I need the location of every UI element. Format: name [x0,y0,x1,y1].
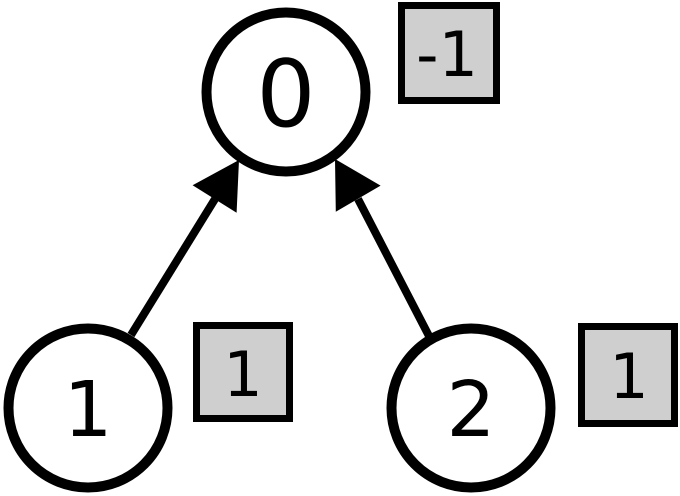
node-0-circle [201,7,371,177]
edge-2-to-0 [335,159,433,338]
value-box-node-1-label: 1 [223,338,262,411]
node-2-circle [386,323,556,493]
node-0-label: 0 [256,40,315,148]
value-box-node-0 [398,2,500,104]
edge-2-to-0-line [354,197,433,338]
edge-2-to-0-arrowhead [335,159,381,212]
edge-1-to-0 [127,160,239,338]
edge-1-to-0-arrowhead [192,160,239,213]
edge-1-to-0-line [127,196,219,338]
node-1-label: 1 [64,366,113,455]
value-box-node-1 [193,322,293,422]
value-box-node-2 [578,323,678,427]
value-box-node-2-label: 1 [609,340,648,413]
node-2-label: 2 [447,366,496,455]
node-1-circle [3,323,173,493]
value-box-node-0-label: -1 [416,18,478,91]
